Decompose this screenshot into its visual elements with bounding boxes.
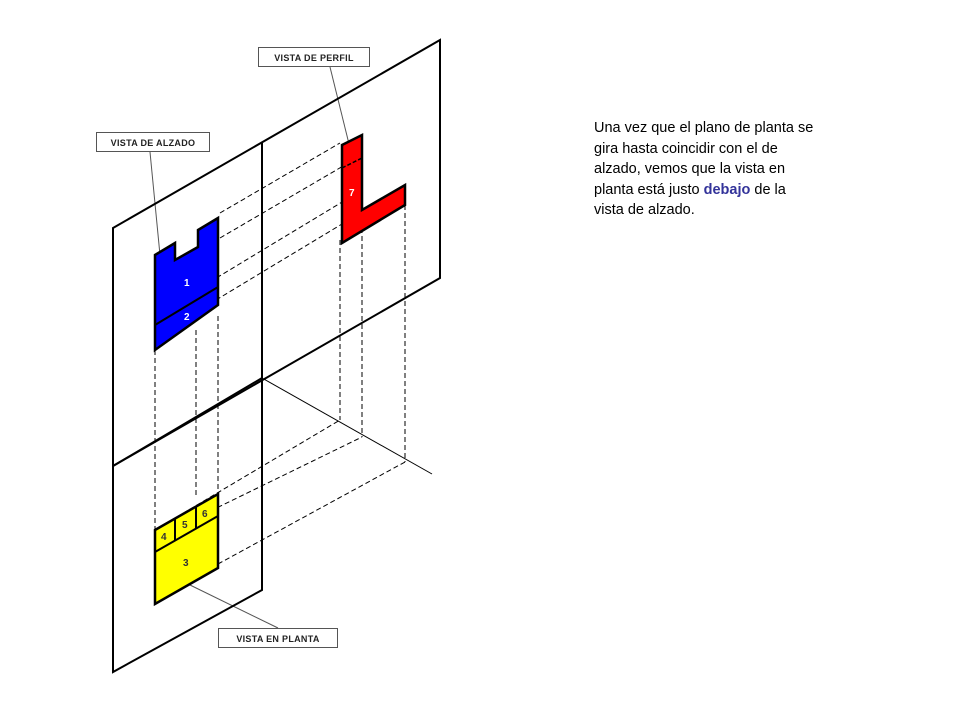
- callout-vista-planta: VISTA EN PLANTA: [218, 628, 338, 648]
- piece-perfil-shape: [340, 132, 407, 246]
- label-piece-4: 4: [161, 532, 167, 543]
- label-piece-7: 7: [349, 188, 355, 199]
- piece-planta-shape: [153, 491, 220, 607]
- piece-alzado-shape: [153, 215, 220, 353]
- piece-planta-dividers: [154, 515, 219, 553]
- explanation-after: de la vista de alzado.: [594, 181, 786, 219]
- label-piece-3: 3: [183, 558, 189, 569]
- label-piece-6: 6: [202, 509, 208, 520]
- explanation-text: Una vez que el plano de planta se gira h…: [594, 118, 816, 221]
- label-piece-2: 2: [184, 312, 190, 323]
- plane-planta: [112, 376, 263, 674]
- label-piece-5: 5: [182, 520, 188, 531]
- piece-alzado-divider: [154, 286, 219, 326]
- leader-perfil: [329, 66, 351, 149]
- explanation-before: Una vez que el plano de planta se gira h…: [594, 120, 814, 198]
- plane-alzado: [112, 38, 441, 468]
- callout-vista-alzado: VISTA DE ALZADO: [96, 132, 210, 152]
- piece-perfil-divider: [341, 157, 363, 169]
- callout-vista-perfil: VISTA DE PERFIL: [258, 47, 370, 67]
- label-piece-1: 1: [184, 278, 190, 289]
- fold-line-diagonal: [261, 377, 433, 475]
- explanation-highlight: debajo: [703, 181, 751, 198]
